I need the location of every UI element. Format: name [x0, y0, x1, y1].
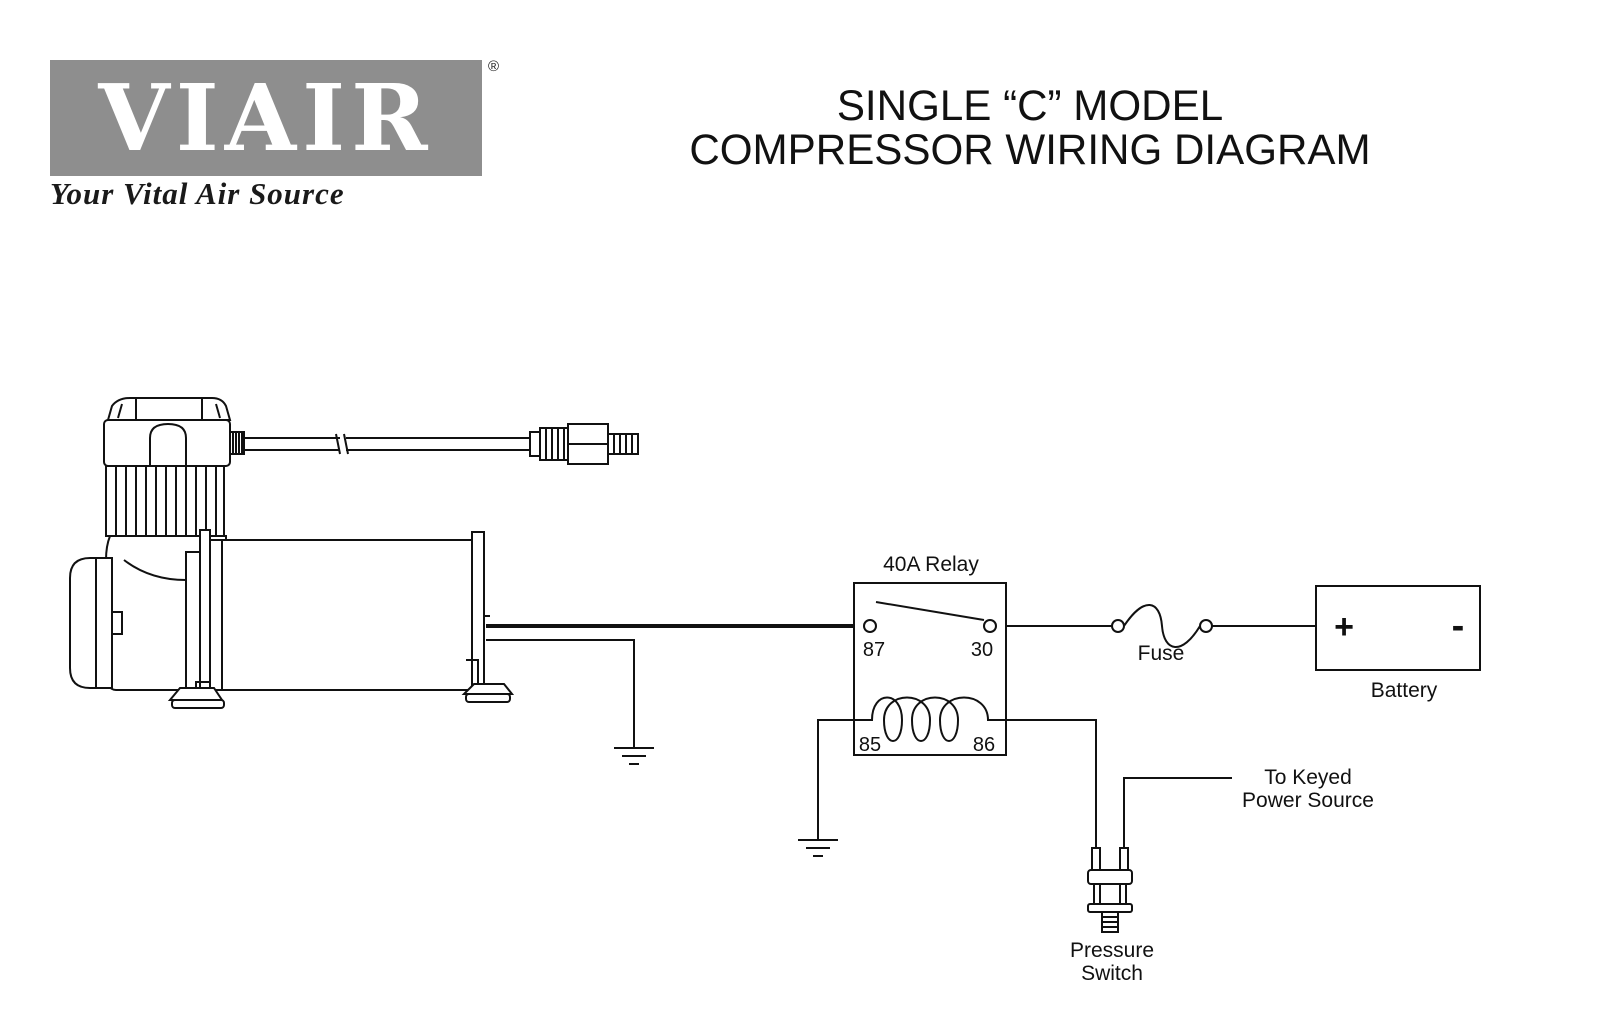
battery-icon — [1315, 585, 1481, 671]
compressor-ground-wire — [486, 639, 635, 748]
keyed-power-label-line-1: To Keyed — [1264, 766, 1352, 789]
title-line-2: COMPRESSOR WIRING DIAGRAM — [689, 126, 1371, 174]
compressor-ground-symbol-icon — [614, 747, 654, 765]
pressure-switch-icon — [1087, 847, 1133, 933]
relay-box — [853, 582, 1007, 756]
registered-mark: ® — [488, 58, 500, 75]
battery-positive-terminal: + — [1334, 608, 1354, 646]
relay-contact-87 — [863, 619, 877, 633]
logo-box: VIAIR — [50, 60, 482, 176]
pressure-switch-label-line-1: Pressure — [1070, 939, 1154, 962]
relay-coil-icon — [854, 696, 1006, 742]
relay-pin-86: 86 — [973, 734, 995, 756]
compressor-illustration — [69, 397, 639, 709]
fuse-icon — [1111, 604, 1213, 648]
relay-pin-30: 30 — [971, 639, 993, 661]
relay-pin-85: 85 — [859, 734, 881, 756]
logo-tagline: Your Vital Air Source — [50, 176, 345, 211]
logo-wordmark: VIAIR — [98, 64, 434, 172]
relay-switch-arm — [875, 601, 985, 621]
diagram-title: SINGLE “C” MODEL COMPRESSOR WIRING DIAGR… — [640, 84, 1420, 172]
viair-logo: VIAIR ® Your Vital Air Source — [50, 58, 530, 220]
keyed-power-label-line-2: Power Source — [1242, 789, 1374, 812]
relay-pin-87: 87 — [863, 639, 885, 661]
relay-85-ground-wire — [817, 719, 854, 840]
title-line-1: SINGLE “C” MODEL — [836, 82, 1224, 130]
battery-negative-terminal: - — [1452, 605, 1465, 647]
pressure-switch-label-line-2: Switch — [1081, 962, 1143, 985]
relay-ground-symbol-icon — [798, 839, 838, 857]
relay-label: 40A Relay — [883, 553, 979, 576]
keyed-power-wire — [1123, 777, 1232, 848]
battery-label: Battery — [1371, 679, 1438, 702]
relay-contact-30 — [983, 619, 997, 633]
relay-86-switch-wire — [1006, 719, 1097, 848]
fuse-label: Fuse — [1138, 642, 1185, 665]
